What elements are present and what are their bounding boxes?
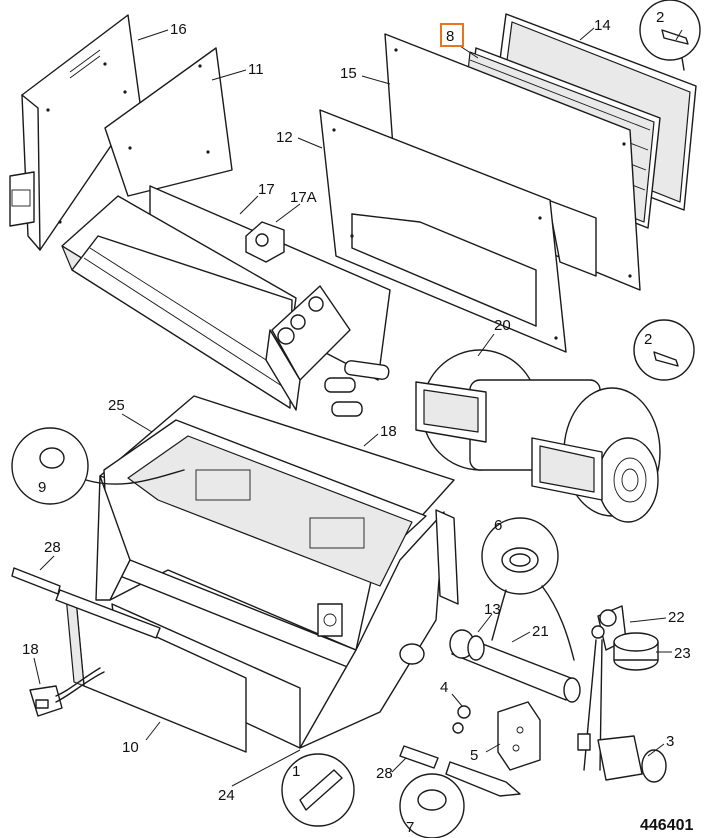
callout-11: 11 — [248, 61, 264, 78]
part-20-blower — [415, 349, 661, 523]
callout-17: 17 — [258, 181, 275, 198]
part-11-holes — [128, 64, 210, 154]
part-16-mounting-plate — [9, 14, 141, 251]
detail-bubble-2-lower — [633, 319, 695, 381]
callout-13: 13 — [484, 601, 501, 618]
leader-lines — [33, 27, 683, 787]
callout-28-upper: 28 — [44, 539, 61, 556]
callout-15: 15 — [340, 65, 357, 82]
part-23-knob — [613, 632, 659, 671]
callout-3: 3 — [666, 733, 674, 750]
callout-22: 22 — [668, 609, 685, 626]
callout-2-lower: 2 — [644, 331, 652, 348]
callout-20: 20 — [494, 317, 511, 334]
callout-28-lower: 28 — [376, 765, 393, 782]
part-18-connector — [29, 667, 105, 717]
callout-4: 4 — [440, 679, 448, 696]
detail-bubble-7 — [399, 773, 465, 838]
callout-8: 8 — [446, 28, 454, 45]
part-3-actuator — [577, 733, 667, 783]
part-12-cover-plate — [319, 109, 567, 353]
callout-10: 10 — [122, 739, 139, 756]
callout-5: 5 — [470, 747, 478, 764]
callout-12: 12 — [276, 129, 293, 146]
callout-8-highlight-box — [440, 23, 464, 47]
callout-6: 6 — [494, 517, 502, 534]
figure-reference-number: 446401 — [640, 817, 693, 834]
callout-23: 23 — [674, 645, 691, 662]
part-21-tube — [449, 629, 581, 703]
callout-18-housing: 18 — [380, 423, 397, 440]
part-28-rod-upper — [11, 567, 161, 639]
callout-labels: 16 11 8 14 2 15 12 17 17A 20 2 25 18 9 2… — [22, 9, 693, 836]
callout-24: 24 — [218, 787, 235, 804]
part-25-housing — [95, 395, 459, 749]
callout-18-connector: 18 — [22, 641, 39, 658]
callout-21: 21 — [532, 623, 549, 640]
part-28-rod-lower — [399, 745, 521, 797]
detail-bubble-1 — [281, 753, 355, 827]
detail-bubble-9 — [11, 427, 185, 505]
part-11-panel — [104, 47, 233, 197]
callout-25: 25 — [108, 397, 125, 414]
part-17a-sensor — [245, 221, 285, 263]
part-15-plate — [384, 33, 641, 291]
callout-9: 9 — [38, 479, 46, 496]
callout-7: 7 — [406, 819, 414, 836]
callout-2-upper: 2 — [656, 9, 664, 26]
part-10-door — [65, 595, 247, 753]
detail-bubble-2-upper — [639, 0, 701, 71]
callout-14: 14 — [594, 17, 611, 34]
callout-17a: 17A — [290, 189, 317, 206]
part-17-heater-core — [61, 185, 391, 417]
callout-1: 1 — [292, 763, 300, 780]
part-4-fastener — [452, 705, 471, 734]
callout-16: 16 — [170, 21, 187, 38]
detail-bubble-6 — [481, 517, 575, 661]
part-5-block — [497, 701, 541, 771]
